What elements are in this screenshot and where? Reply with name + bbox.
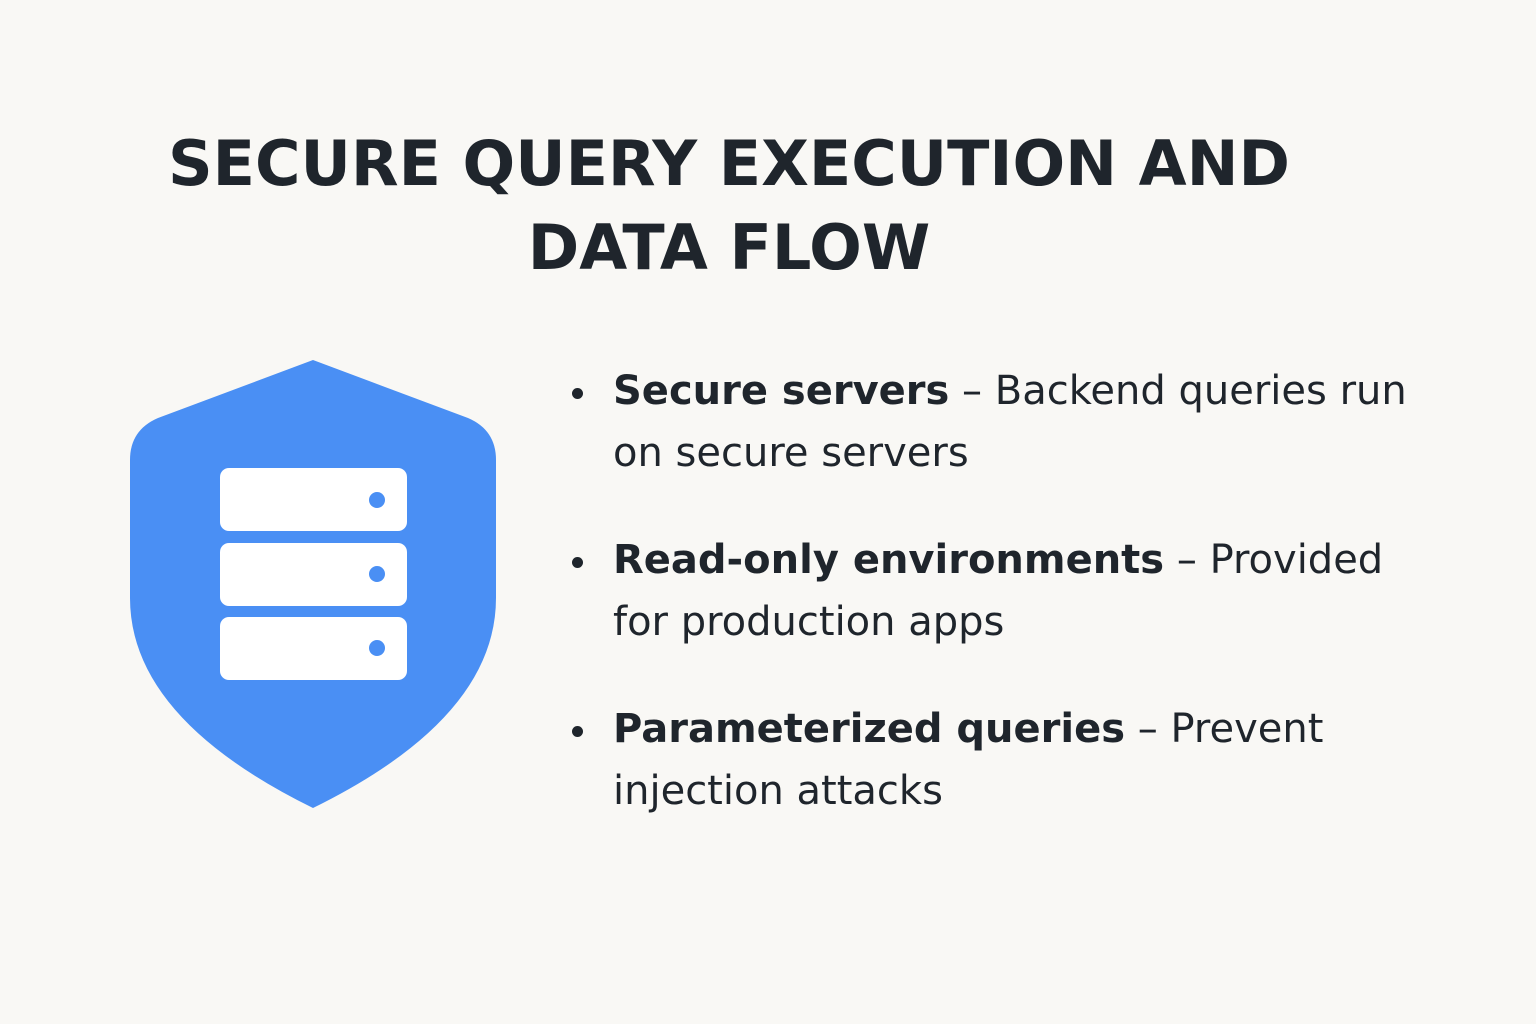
server-unit-1-indicator [369, 492, 385, 508]
server-unit-3-icon [220, 617, 407, 680]
page-title-line-1: SECURE QUERY EXECUTION AND [168, 127, 1290, 200]
feature-separator: – [1164, 537, 1210, 583]
feature-description: Prevent injection attacks [613, 706, 1324, 814]
server-unit-1-icon [220, 468, 407, 531]
server-unit-3-indicator [369, 640, 385, 656]
bullet-dot-icon [572, 557, 583, 568]
feature-list: Secure servers – Backend queries run on … [566, 360, 1426, 867]
feature-title: Secure servers [613, 368, 950, 414]
feature-title: Parameterized queries [613, 706, 1126, 752]
shield-server-icon [128, 358, 498, 810]
feature-separator: – [1125, 706, 1171, 752]
bullet-dot-icon [572, 726, 583, 737]
feature-title: Read-only environments [613, 537, 1165, 583]
feature-list-item: Read-only environments – Provided for pr… [566, 529, 1426, 653]
bullet-dot-icon [572, 388, 583, 399]
server-unit-2-icon [220, 543, 407, 606]
page-title: SECURE QUERY EXECUTION AND DATA FLOW [0, 122, 1458, 290]
feature-description: Provided for production apps [613, 537, 1384, 645]
page-title-line-2: DATA FLOW [527, 211, 931, 284]
feature-list-item: Parameterized queries – Prevent injectio… [566, 698, 1426, 822]
feature-list-item: Secure servers – Backend queries run on … [566, 360, 1426, 484]
server-unit-2-indicator [369, 566, 385, 582]
feature-separator: – [949, 368, 995, 414]
feature-description: Backend queries run on secure servers [613, 368, 1407, 476]
